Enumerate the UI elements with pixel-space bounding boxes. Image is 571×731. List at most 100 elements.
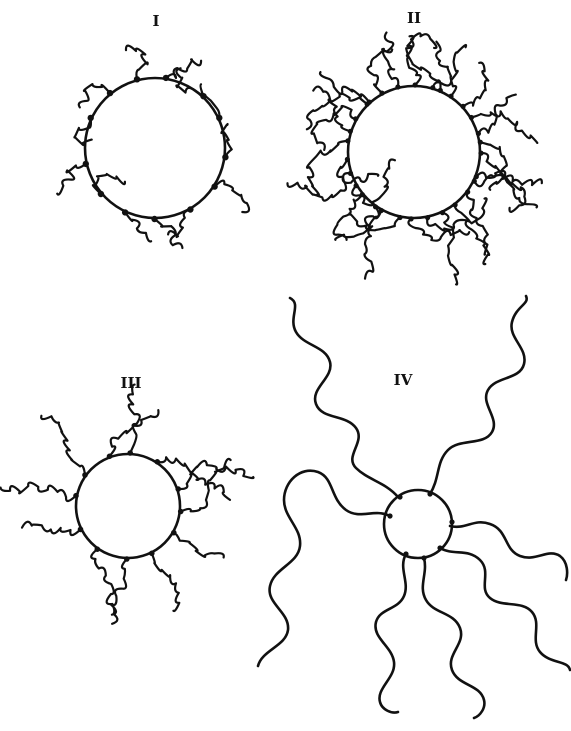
anchor-point [222,154,228,160]
panel-ii-label: II [407,9,421,27]
anchor-point [95,546,101,552]
extended-chain [383,33,398,88]
panel-iv-chain [290,298,398,497]
loose-chain [174,533,224,558]
anchor-point [127,450,133,456]
anchor-point [413,82,418,87]
anchor-point [476,131,481,136]
panel-iv-chain [375,554,406,713]
loose-chain [91,549,117,624]
anchor-point [448,94,453,99]
panel-ii: II [287,9,541,285]
panel-iv-chain [258,471,390,666]
anchor-point [216,115,222,121]
anchor-point [178,509,184,515]
anchor-point [440,210,445,215]
coiled-chain [166,59,201,78]
coiled-chain [215,181,249,213]
loose-chain [157,457,230,500]
anchor-point [387,513,392,518]
coiled-chain [221,124,231,157]
anchor-point [469,115,474,120]
anchor-point [345,138,350,143]
anchor-point [107,454,113,460]
panel-i: I [57,12,249,248]
anchor-point [472,179,477,184]
anchor-point [461,104,466,109]
anchor-point [421,555,426,560]
loose-chain [1,483,76,501]
extended-chain [337,159,378,183]
panel-iii-loose-chains [1,385,254,624]
anchor-point [175,486,181,492]
anchor-point [409,216,414,221]
panel-iii: III [1,374,254,624]
panel-iv-chain [450,522,567,580]
extended-chain [463,63,488,107]
anchor-point [465,189,470,194]
anchor-point [155,459,161,465]
panel-i-label: I [152,12,159,30]
anchor-point [397,494,402,499]
anchor-point [88,115,94,121]
anchor-point [348,171,353,176]
loose-chain [152,553,180,611]
anchor-point [427,491,432,496]
anchor-point [134,76,140,82]
anchor-point [98,191,104,197]
anchor-point [403,551,408,556]
coiled-chain [176,68,203,96]
anchor-point [379,91,384,96]
anchor-point [449,519,454,524]
coiled-chain [126,46,148,80]
anchor-point [107,90,113,96]
anchor-point [397,215,402,220]
anchor-point [354,183,359,188]
panel-iv: IV [258,296,570,718]
anchor-point [163,75,169,81]
anchor-point [367,100,372,105]
anchor-point [122,209,128,215]
anchor-point [478,140,483,145]
panel-iv-label: IV [394,371,413,389]
anchor-point [437,545,442,550]
anchor-point [353,116,358,121]
anchor-point [78,527,84,533]
anchor-point [73,493,79,499]
coiled-chain [93,174,125,194]
coiled-chain [79,84,110,107]
anchor-point [345,157,350,162]
anchor-point [171,530,177,536]
anchor-point [438,88,443,93]
loose-chain [41,416,85,475]
coiled-chain [57,164,86,195]
panel-iv-long-chains [258,296,570,718]
loose-chain [128,385,140,453]
anchor-point [124,556,130,562]
extended-chain [443,213,459,285]
loose-chain [178,461,253,489]
anchor-point [395,84,400,89]
anchor-point [478,151,483,156]
anchor-point [151,216,157,222]
anchor-point [82,472,88,478]
extended-chain [471,111,537,143]
panel-ii-extended-chains [287,33,541,285]
panel-iv-chain [430,296,527,494]
anchor-point [474,174,479,179]
extended-chain [334,195,363,240]
panel-iii-label: III [120,374,141,392]
panel-iii-core-circle [76,454,180,558]
loose-chain [110,410,159,456]
extended-chain [350,213,400,230]
anchor-point [211,183,217,189]
panel-iv-chain [423,558,485,718]
anchor-point [348,129,353,134]
extended-chain [436,42,456,96]
anchor-point [430,85,435,90]
anchor-point [83,161,89,167]
loose-chain [22,522,81,535]
panel-iv-chain [440,548,570,670]
anchor-point [187,206,193,212]
